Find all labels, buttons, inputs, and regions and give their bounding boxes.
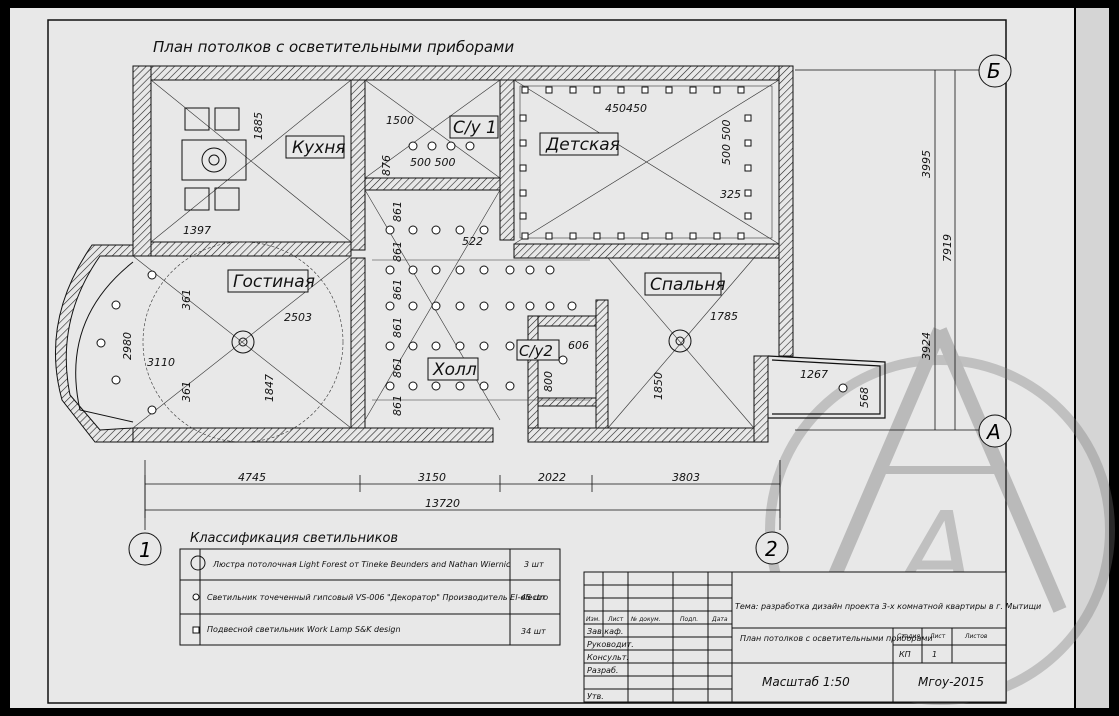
square-lamp-icon [192, 626, 200, 634]
room-kids: Детская [545, 135, 620, 155]
svg-text:606: 606 [568, 339, 589, 352]
svg-text:1267: 1267 [800, 368, 828, 381]
living-spotlights [96, 270, 157, 415]
svg-text:450450: 450450 [605, 102, 647, 115]
spotlight-icon [192, 593, 200, 601]
svg-text:861: 861 [391, 357, 404, 378]
axis-2-label: 2 [765, 537, 778, 561]
room-hall: Холл [432, 360, 477, 380]
svg-text:КП: КП [899, 650, 911, 659]
svg-text:Зав.каф.: Зав.каф. [587, 627, 623, 636]
svg-text:568: 568 [858, 387, 871, 408]
kids-square-lamps [519, 86, 752, 240]
svg-text:3924: 3924 [920, 332, 933, 360]
legend-row-qty: 3 шт [524, 560, 544, 569]
svg-text:800: 800 [542, 371, 555, 392]
walls [54, 65, 794, 443]
svg-text:1885: 1885 [252, 112, 265, 140]
dimension-texts: 1885 1397 1500 876 500 500 450450 500 50… [121, 102, 954, 510]
legend-row-text: Светильник точеченный гипсовый VS-006 "Д… [207, 593, 548, 602]
svg-text:13720: 13720 [425, 497, 460, 510]
svg-text:1397: 1397 [183, 224, 211, 237]
balcony [767, 355, 886, 419]
svg-text:7919: 7919 [941, 234, 954, 262]
legend-row-qty: 45 шт [521, 593, 546, 602]
axis-1-label: 1 [139, 538, 152, 562]
svg-text:4745: 4745 [238, 471, 266, 484]
svg-text:№ докум.: № докум. [630, 616, 661, 623]
svg-text:Консульт.: Консульт. [587, 653, 629, 662]
project-topic: Тема: разработка дизайн проекта 3-х комн… [735, 602, 1041, 611]
chandelier-icon [231, 329, 692, 354]
svg-text:2022: 2022 [538, 471, 566, 484]
svg-text:2980: 2980 [121, 332, 134, 360]
svg-text:861: 861 [391, 201, 404, 222]
room-kitchen: Кухня [292, 138, 346, 158]
svg-text:Разраб.: Разраб. [587, 666, 618, 675]
svg-text:Лист: Лист [607, 616, 624, 623]
svg-text:861: 861 [391, 241, 404, 262]
scale-label: Масштаб 1:50 [762, 675, 850, 689]
svg-text:325: 325 [720, 188, 741, 201]
legend: Классификация светильников Люстра потоло… [179, 531, 561, 646]
axis-b-label: Б [987, 59, 1001, 83]
svg-text:Руководит.: Руководит. [587, 640, 634, 649]
svg-text:500 500: 500 500 [720, 120, 733, 166]
svg-text:3995: 3995 [920, 150, 933, 178]
svg-text:1: 1 [932, 650, 937, 659]
svg-text:861: 861 [391, 317, 404, 338]
hall-spotlights [385, 141, 848, 393]
svg-text:Дата: Дата [711, 616, 728, 623]
frame [47, 19, 1007, 704]
svg-text:Подп.: Подп. [680, 616, 698, 623]
legend-row-text: Люстра потолочная Light Forest от Tineke… [212, 560, 511, 569]
svg-text:3110: 3110 [147, 356, 175, 369]
axis-a-label: А [985, 420, 1001, 444]
svg-text:1847: 1847 [263, 374, 276, 402]
svg-text:Лист: Лист [929, 633, 946, 640]
svg-text:861: 861 [391, 395, 404, 416]
svg-text:3150: 3150 [418, 471, 446, 484]
axis-bubbles [128, 54, 1012, 566]
sheet-title: План потолков с осветительными приборами [740, 634, 933, 643]
org-label: Мгоу-2015 [918, 675, 984, 689]
svg-text:361: 361 [180, 289, 193, 310]
kitchen-lamps [181, 107, 247, 211]
svg-text:1785: 1785 [710, 310, 738, 323]
title-block [583, 571, 1007, 703]
svg-text:Листов: Листов [964, 633, 988, 640]
legend-row-text: Подвесной светильник Work Lamp S&K desig… [207, 625, 401, 634]
svg-text:1500: 1500 [386, 114, 414, 127]
svg-text:1850: 1850 [652, 372, 665, 400]
room-wc1: С/у 1 [453, 118, 497, 138]
svg-text:500 500: 500 500 [410, 156, 456, 169]
svg-text:Стадия: Стадия [897, 633, 920, 640]
room-labels: Кухня С/у 1 Детская Гостиная Спальня Хол… [227, 115, 726, 381]
room-living: Гостиная [233, 272, 315, 292]
svg-text:876: 876 [380, 155, 393, 176]
chandelier-icon [190, 555, 206, 571]
svg-text:2503: 2503 [284, 311, 312, 324]
svg-text:Изм.: Изм. [586, 616, 600, 623]
legend-row-qty: 34 шт [521, 627, 546, 636]
svg-text:3803: 3803 [672, 471, 700, 484]
room-bedroom: Спальня [650, 275, 726, 295]
dimension-lines [144, 69, 990, 530]
svg-text:Утв.: Утв. [587, 692, 604, 701]
room-wc2: С/у2 [519, 342, 553, 360]
svg-text:861: 861 [391, 279, 404, 300]
title-block-text: Изм. Лист № докум. Подп. Дата Зав.каф. Р… [586, 602, 1041, 701]
drawing-title: План потолков с осветительными приборами [153, 38, 514, 56]
svg-text:522: 522 [462, 235, 483, 248]
legend-heading: Классификация светильников [190, 531, 398, 546]
svg-text:361: 361 [180, 381, 193, 402]
